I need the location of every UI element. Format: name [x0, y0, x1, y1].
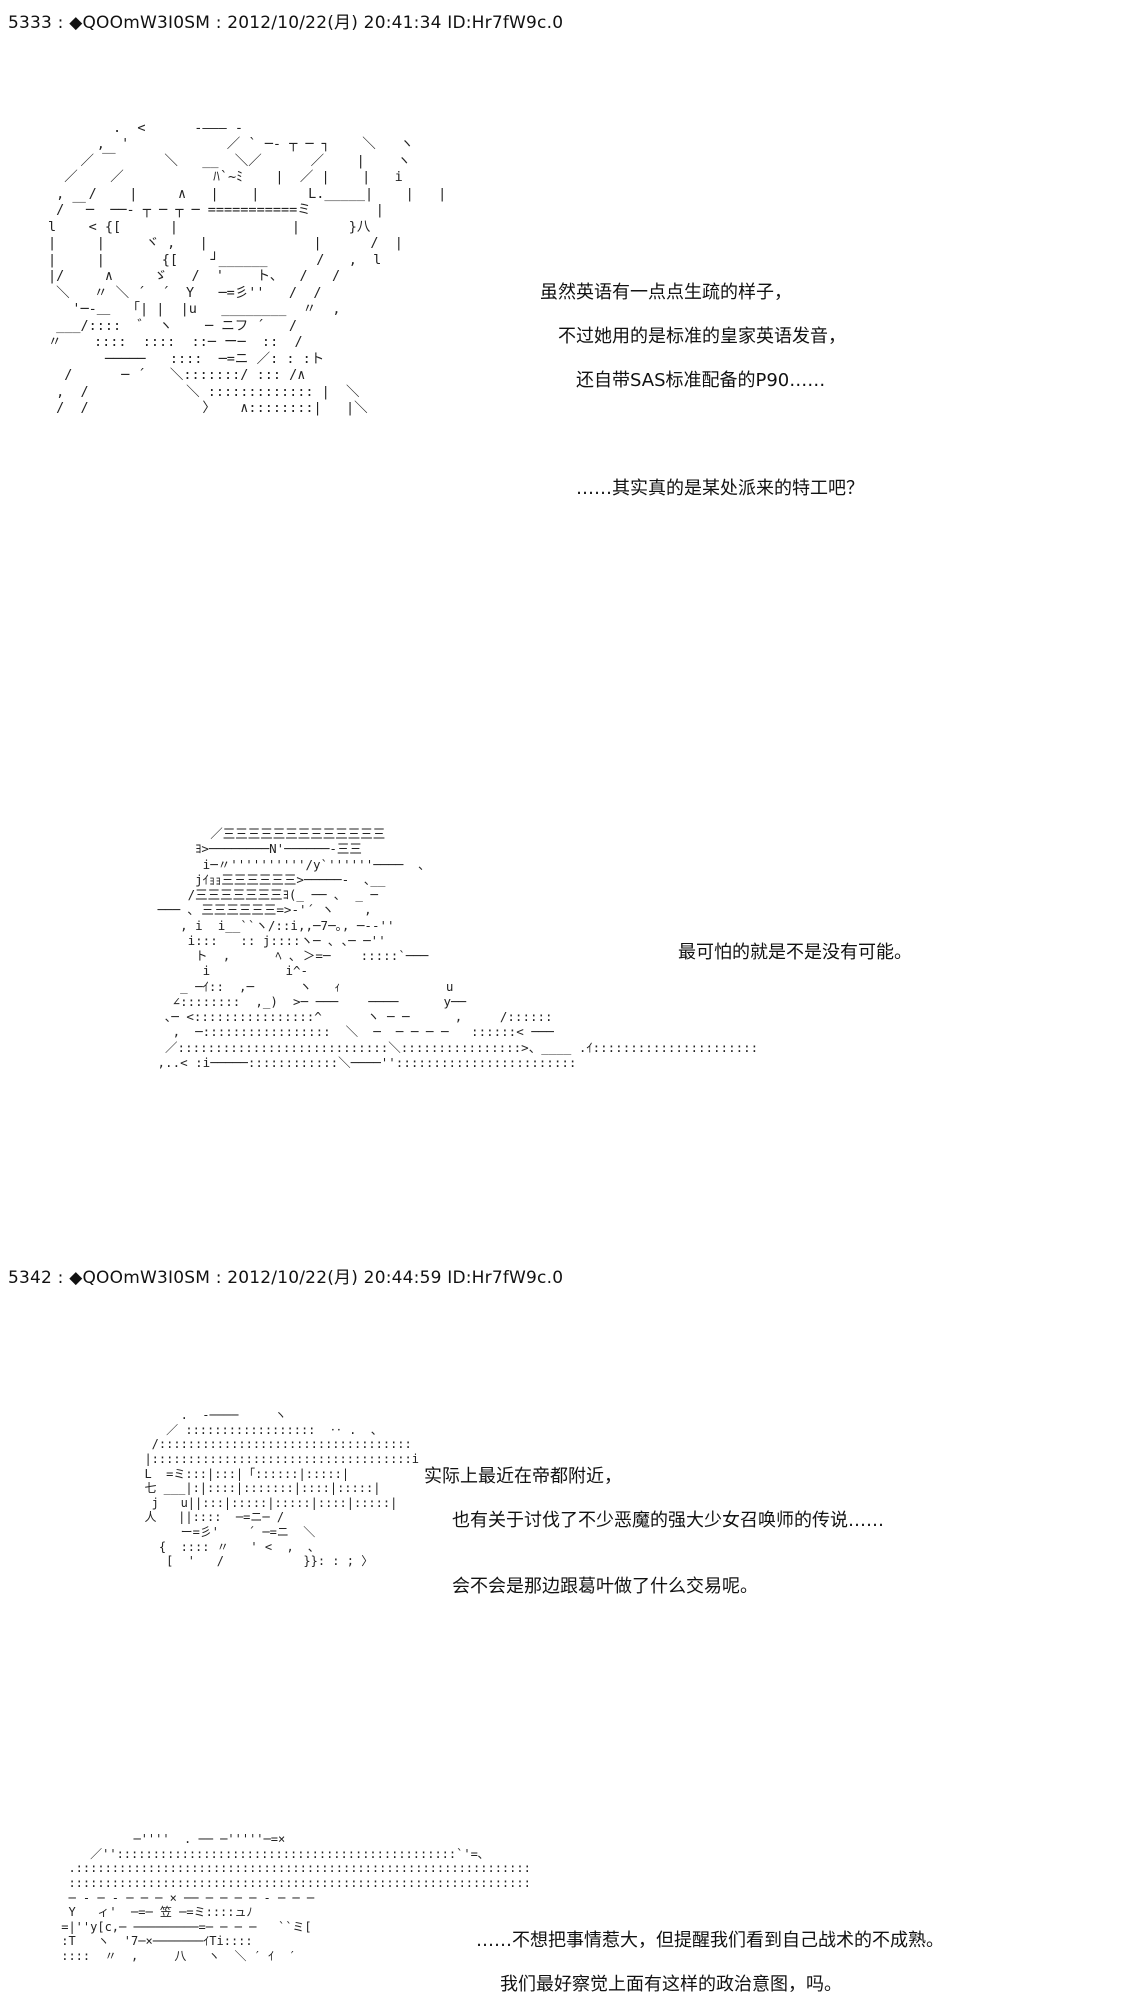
dialog-line: 虽然英语有一点点生疏的样子， [540, 282, 792, 303]
ascii-art-character-small: . -──── ヽ ／ :::::::::::::::::: ‥ . 、 /::… [144, 1408, 419, 1569]
post-header: 5342 : ◆QOOmW3I0SM : 2012/10/22(月) 20:44… [8, 1268, 564, 1288]
dialog-line: 会不会是那边跟葛叶做了什么交易呢。 [452, 1576, 758, 1597]
dialog-line: 也有关于讨伐了不少恶魔的强大少女召唤师的传说…… [452, 1510, 884, 1531]
dialog-line: ……其实真的是某处派来的特工吧？ [576, 478, 864, 499]
dialog-line: 还自带SAS标准配备的P90…… [576, 370, 826, 391]
dialog-line: 不过她用的是标准的皇家英语发音， [558, 326, 846, 347]
dialog-line: 最可怕的就是不是没有可能。 [678, 942, 912, 963]
ascii-art-soldier-helmet: . < -——— - , ' ／ ` ─- ┬ ─ ┐ ＼ ヽ ／ ￣ ＼ __… [48, 120, 447, 416]
dialog-line: 实际上最近在帝都附近， [424, 1466, 622, 1487]
post-header: 5333 : ◆QOOmW3I0SM : 2012/10/22(月) 20:41… [8, 13, 564, 33]
ascii-art-character-partial: ─'''' . ── ─'''''─=× ／''::::::::::::::::… [61, 1832, 531, 1963]
ascii-art-officer-cap: ／三三三三三三三三三三三三三 ﾖ>────────N'──────-三三 i─〃… [157, 826, 759, 1070]
dialog-line: 我们最好察觉上面有这样的政治意图，吗。 [500, 1974, 842, 1995]
dialog-line: ……不想把事情惹大，但提醒我们看到自己战术的不成熟。 [476, 1930, 944, 1951]
